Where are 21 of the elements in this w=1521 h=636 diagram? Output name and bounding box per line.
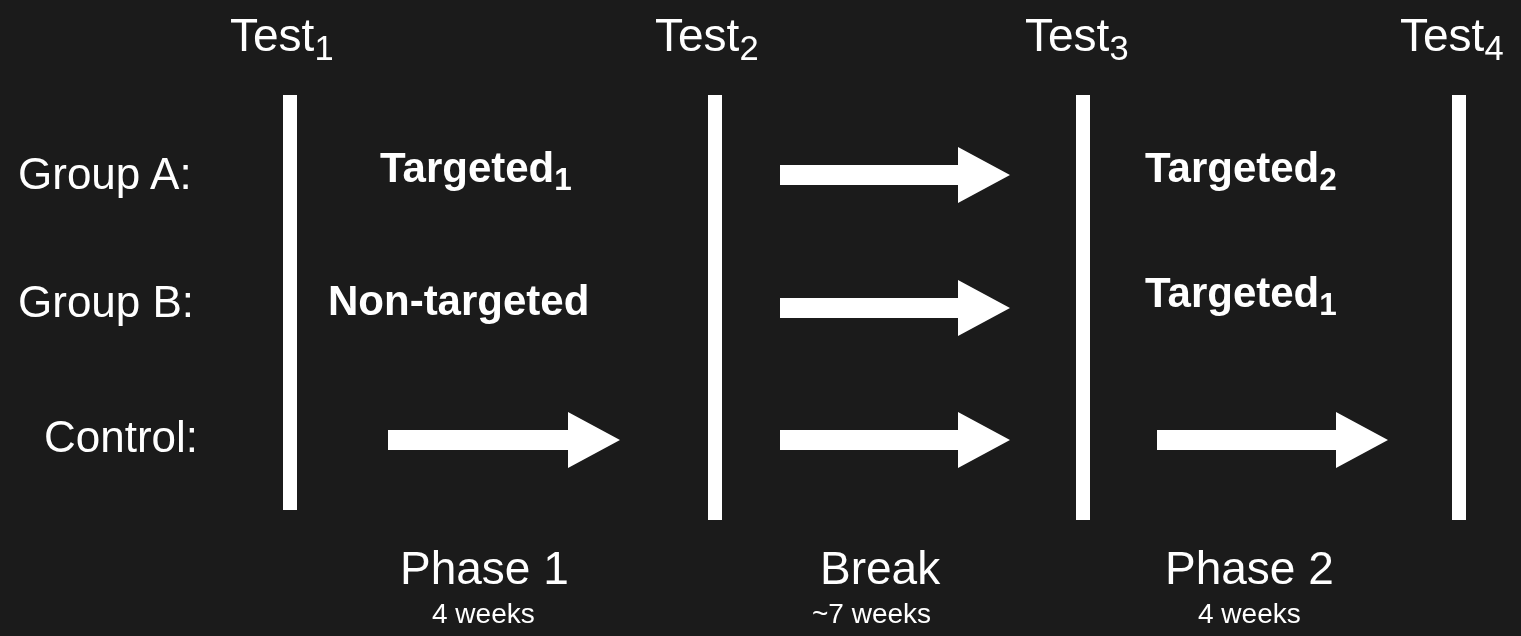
treatment-label: Targeted$_{2}$ [1145, 147, 1337, 189]
phase-label: Phase 2 [1165, 545, 1334, 591]
test-label: Test$_{2}$ [655, 12, 759, 58]
phase-label: Break [820, 545, 941, 591]
duration-label: 4 weeks [1198, 600, 1301, 628]
group-label: Group A: [18, 152, 192, 196]
phase-label: Phase 1 [400, 545, 569, 591]
group-label: Group B: [18, 280, 195, 324]
divider-bar [708, 95, 722, 520]
test-label: Test$_{1}$ [230, 12, 334, 58]
duration-label: 4 weeks [432, 600, 535, 628]
treatment-label: Non-targeted [328, 280, 590, 322]
divider-bar [1452, 95, 1466, 520]
test-label: Test$_{4}$ [1400, 12, 1504, 58]
test-label: Test$_{3}$ [1025, 12, 1129, 58]
duration-label: ~7 weeks [812, 600, 932, 628]
divider-bar [1076, 95, 1090, 520]
treatment-label: Targeted$_{1}$ [1145, 272, 1337, 314]
treatment-label: Targeted$_{1}$ [380, 147, 572, 189]
divider-bar [283, 95, 297, 510]
group-label: Control: [44, 415, 199, 459]
